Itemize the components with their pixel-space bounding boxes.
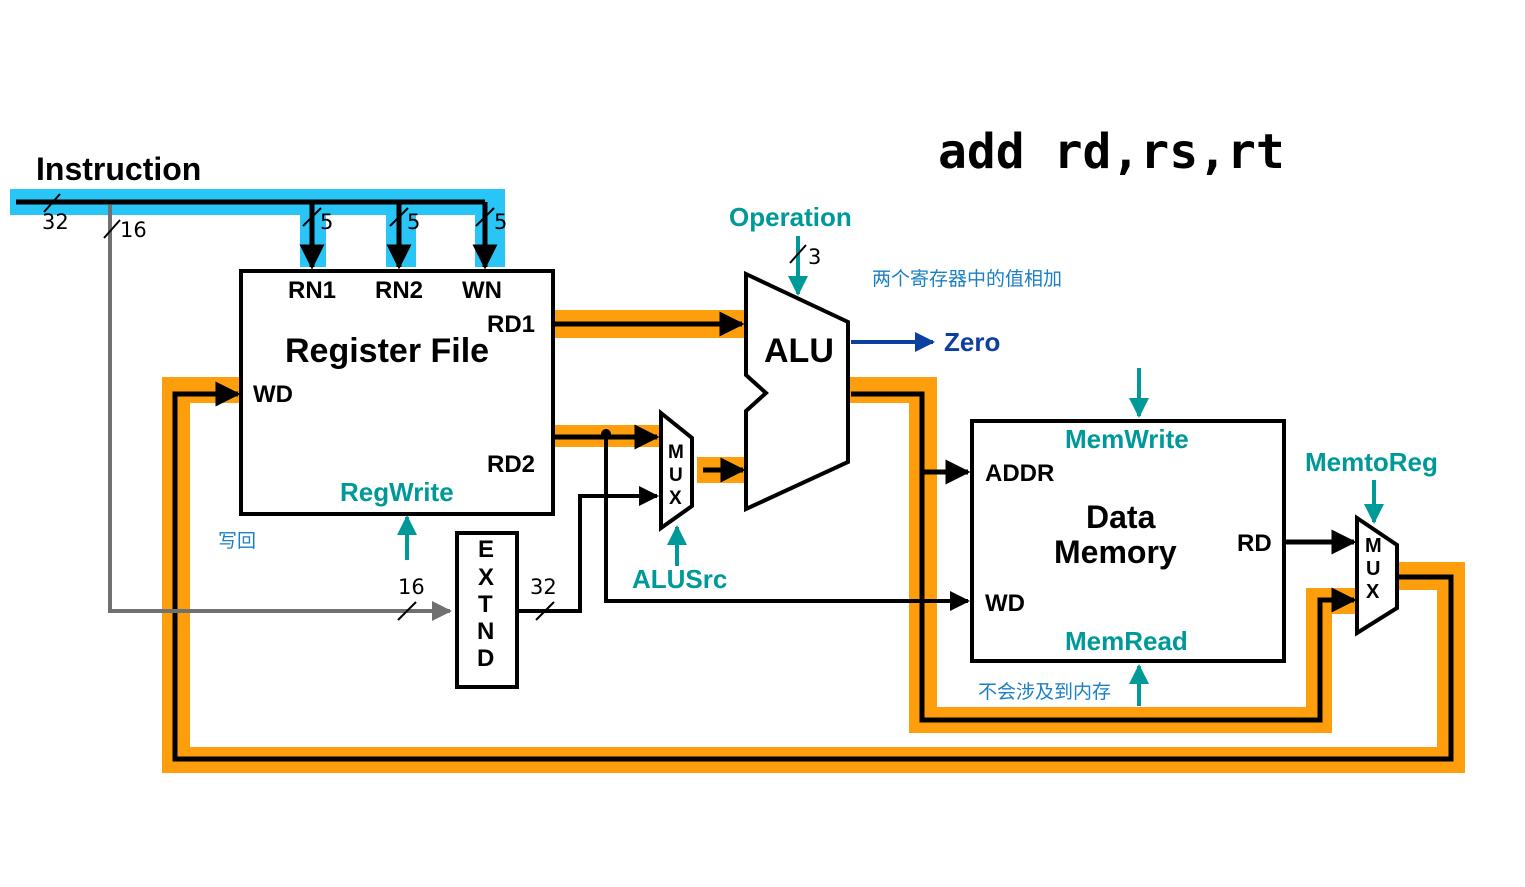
extend-mux-wire (518, 486, 659, 613)
register-file-box (239, 269, 555, 516)
instruction-label: Instruction (36, 151, 201, 187)
memtoreg-label: MemtoReg (1305, 447, 1438, 477)
wb-mux-x: X (1366, 581, 1380, 603)
extend-letter-n: N (477, 618, 494, 645)
zero-label: Zero (944, 327, 1000, 357)
extend-letter-x: X (478, 564, 494, 591)
memread-label: MemRead (1065, 626, 1188, 656)
rd2-junction (601, 429, 611, 439)
wb-mux-m: M (1365, 535, 1382, 557)
wb-mux-u: U (1366, 558, 1380, 580)
extend-letter-d: D (477, 645, 494, 672)
control-arrows (397, 236, 1384, 706)
rn2-width: 5 (407, 210, 420, 234)
memory-note: 不会涉及到内存 (978, 681, 1111, 703)
op-width: 3 (808, 245, 821, 269)
extend-letter-e: E (478, 536, 494, 563)
dm-wd-label: WD (985, 590, 1025, 617)
extend-letter-t: T (478, 591, 493, 618)
rf-rd2-label: RD2 (487, 451, 535, 478)
alu-mux-u: U (669, 465, 683, 486)
rf-rd1-label: RD1 (487, 311, 535, 338)
regwrite-label: RegWrite (340, 477, 454, 507)
rf-wd-label: WD (253, 381, 293, 408)
rf-title: Register File (285, 332, 489, 370)
alu-result-wire (851, 391, 1357, 723)
wires (16, 199, 1454, 762)
wn-width: 5 (494, 210, 507, 234)
memwrite-label: MemWrite (1065, 424, 1189, 454)
bus-width-32: 32 (42, 210, 69, 234)
rn1-width: 5 (320, 210, 333, 234)
extend-out-width: 32 (530, 575, 557, 599)
width-slashes (43, 193, 807, 621)
dm-title-line1: Data (1086, 499, 1156, 535)
data-memory-box (970, 419, 1286, 663)
operation-label: Operation (729, 202, 852, 232)
dm-addr-label: ADDR (985, 460, 1054, 487)
extend-box (455, 531, 519, 689)
rf-wn-label: WN (462, 277, 502, 304)
dm-rd-label: RD (1237, 530, 1272, 557)
bus-width-16: 16 (120, 218, 147, 242)
rf-rn2-label: RN2 (375, 277, 423, 304)
instruction-title: add rd,rs,rt (938, 124, 1285, 180)
alu-mux-shape (659, 408, 694, 532)
extend-in-width: 16 (398, 575, 425, 599)
alu-shape (744, 270, 850, 513)
rd2-memwd-wire (604, 437, 970, 611)
alu-mux-x: X (669, 488, 682, 509)
immediate-wire (108, 205, 452, 621)
alu-mux-m: M (668, 442, 684, 463)
dm-title-line2: Memory (1054, 534, 1177, 570)
alusrc-label: ALUSrc (632, 564, 727, 594)
rf-rn1-label: RN1 (288, 277, 336, 304)
alu-note: 两个寄存器中的值相加 (872, 268, 1062, 290)
wb-mux-shape (1355, 514, 1399, 637)
writeback-wire (172, 381, 1454, 762)
writeback-note: 写回 (218, 530, 256, 552)
alu-label: ALU (764, 332, 834, 370)
